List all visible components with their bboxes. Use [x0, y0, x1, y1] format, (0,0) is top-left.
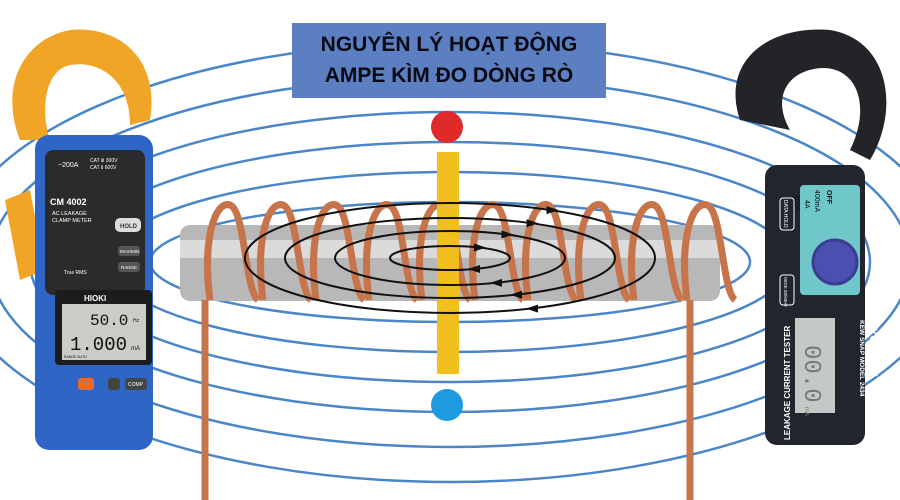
reading-frequency: 50.0	[90, 312, 128, 330]
lcd-display	[795, 318, 835, 413]
light-button[interactable]	[108, 378, 120, 390]
unit-main: mA	[131, 346, 140, 352]
coil-turn	[522, 201, 579, 303]
unit-main: mA	[803, 407, 809, 416]
clamp-jaw	[735, 29, 887, 160]
max-min-label: MAX/MIN	[120, 249, 139, 254]
field-arrow-icon	[474, 243, 486, 252]
range-100a: 100A	[793, 195, 800, 212]
range-label: ~200A	[58, 162, 79, 169]
comp-label: COMP	[128, 382, 144, 388]
field-arrow-icon	[490, 278, 502, 287]
kyoritsu-clamp-meter: LEAKAGE CURRENT TESTER KYORITSU KEW SNAP…	[735, 29, 887, 445]
range-400ma: 400mA	[813, 190, 820, 213]
comp-button[interactable]	[125, 378, 147, 390]
field-arrow-icon	[526, 219, 539, 228]
negative-terminal-dot	[431, 389, 463, 421]
coil-turn	[575, 201, 632, 303]
field-loop	[389, 245, 511, 271]
range-4a: 4A	[803, 200, 810, 209]
model-label: CM 4002	[50, 197, 87, 207]
field-arrow-icon	[468, 265, 480, 274]
field-arrow-icon	[546, 206, 559, 215]
range-button-label: RANGE	[121, 265, 137, 270]
coil-turn	[681, 201, 738, 303]
positive-terminal-dot	[431, 111, 463, 143]
conductor-field-loops	[244, 202, 656, 314]
clamp-jaw	[12, 29, 152, 141]
max-min-button[interactable]	[118, 246, 140, 256]
range-button[interactable]	[118, 262, 140, 272]
conductor-bar	[437, 152, 459, 374]
title-line-2: AMPE KÌM ĐO DÒNG RÒ	[324, 64, 574, 87]
desc-label-2: CLAMP METER	[52, 218, 92, 224]
desc-label-1: AC LEAKAGE	[52, 211, 87, 217]
hioki-clamp-meter: ~200A CAT Ⅲ 300V CAT Ⅱ 600V CM 4002 AC L…	[5, 29, 153, 450]
field-arrow-icon	[501, 230, 514, 239]
desc-label: LEAKAGE CURRENT TESTER	[783, 326, 792, 440]
cat-label-2: CAT Ⅱ 600V	[90, 165, 117, 171]
field-loop	[334, 230, 566, 286]
unit-frequency: Hz	[133, 318, 140, 324]
field-arrow-icon	[510, 290, 522, 299]
reading-main: 1.000	[70, 334, 127, 356]
reading-main: 00.0	[797, 345, 824, 403]
meter-panel	[45, 150, 145, 295]
coil-turn	[204, 201, 261, 303]
cat-label-1: CAT Ⅲ 300V	[90, 158, 118, 164]
title-line-1: NGUYÊN LÝ HOẠT ĐỘNG	[320, 33, 578, 56]
brand-logo: HIOKI	[84, 294, 106, 303]
field-loop	[244, 202, 656, 314]
diagram-title: NGUYÊN LÝ HOẠT ĐỘNG AMPE KÌM ĐO DÒNG RÒ	[292, 23, 606, 98]
hold-label: HOLD	[120, 224, 138, 230]
brand-logo: KYORITSU	[867, 320, 879, 377]
model-label: KEW SNAP MODEL 2434	[858, 320, 865, 397]
field-loop	[284, 217, 616, 299]
wide-button[interactable]	[779, 274, 795, 306]
off-label: OFF	[825, 190, 832, 205]
field-arrow-icon	[526, 304, 538, 313]
true-rms-label: True RMS	[64, 270, 87, 276]
wide-label: WIDE 50/60Hz	[783, 277, 788, 308]
power-button[interactable]	[78, 378, 94, 390]
coil-turn	[628, 201, 685, 303]
coil-turn	[310, 201, 367, 303]
data-hold-label: DATA HOLD	[782, 200, 788, 228]
rotary-dial[interactable]	[811, 238, 859, 286]
data-hold-button[interactable]	[779, 197, 795, 231]
lcd-display	[62, 304, 146, 360]
hold-button[interactable]	[115, 218, 141, 232]
range-auto-label: RANGE AUTO	[64, 355, 87, 359]
